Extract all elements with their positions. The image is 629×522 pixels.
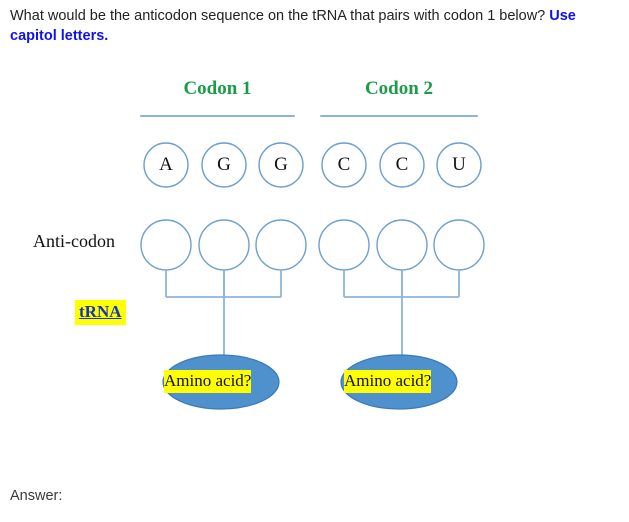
- codon-circle-2: [201, 142, 247, 188]
- codon-base-letter-6: U: [452, 154, 466, 175]
- codon-1-underline: [140, 115, 295, 117]
- codon-circle-group: [143, 142, 482, 188]
- codon-2-header: Codon 2: [364, 78, 434, 99]
- anticodon-row-label: Anti-codon: [33, 231, 115, 251]
- codon-circle-6: [436, 142, 482, 188]
- trna-connector-left: [165, 270, 282, 358]
- codon-base-letter-2: G: [217, 154, 231, 175]
- answer-label: Answer:: [10, 488, 63, 504]
- anticodon-circle-2[interactable]: [198, 219, 250, 271]
- amino-acid-label-1: Amino acid?: [164, 370, 252, 393]
- codon-base-letter-3: G: [274, 154, 288, 175]
- amino-acid-label-2: Amino acid?: [344, 370, 432, 393]
- trna-label: tRNA: [75, 300, 126, 325]
- codon-circle-4: [321, 142, 367, 188]
- question-main-text: What would be the anticodon sequence on …: [10, 8, 546, 24]
- question-prompt: What would be the anticodon sequence on …: [10, 6, 610, 46]
- codon-base-letter-1: A: [159, 154, 173, 175]
- question-emphasis-text: Use capitol letters.: [10, 8, 576, 44]
- codon-1-header: Codon 1: [183, 78, 252, 99]
- codon-base-letter-4: C: [337, 154, 351, 175]
- codon-2-underline: [320, 115, 478, 117]
- anticodon-circle-6[interactable]: [433, 219, 485, 271]
- codon-circle-5: [379, 142, 425, 188]
- anticodon-circle-3[interactable]: [255, 219, 307, 271]
- anticodon-circle-1[interactable]: [140, 219, 192, 271]
- codon-circle-1: [143, 142, 189, 188]
- codon-base-letter-5: C: [395, 154, 409, 175]
- codon-circle-3: [258, 142, 304, 188]
- anticodon-circle-5[interactable]: [376, 219, 428, 271]
- anticodon-circle-4[interactable]: [318, 219, 370, 271]
- trna-connector-right: [343, 270, 460, 358]
- anticodon-circle-group: [140, 219, 485, 271]
